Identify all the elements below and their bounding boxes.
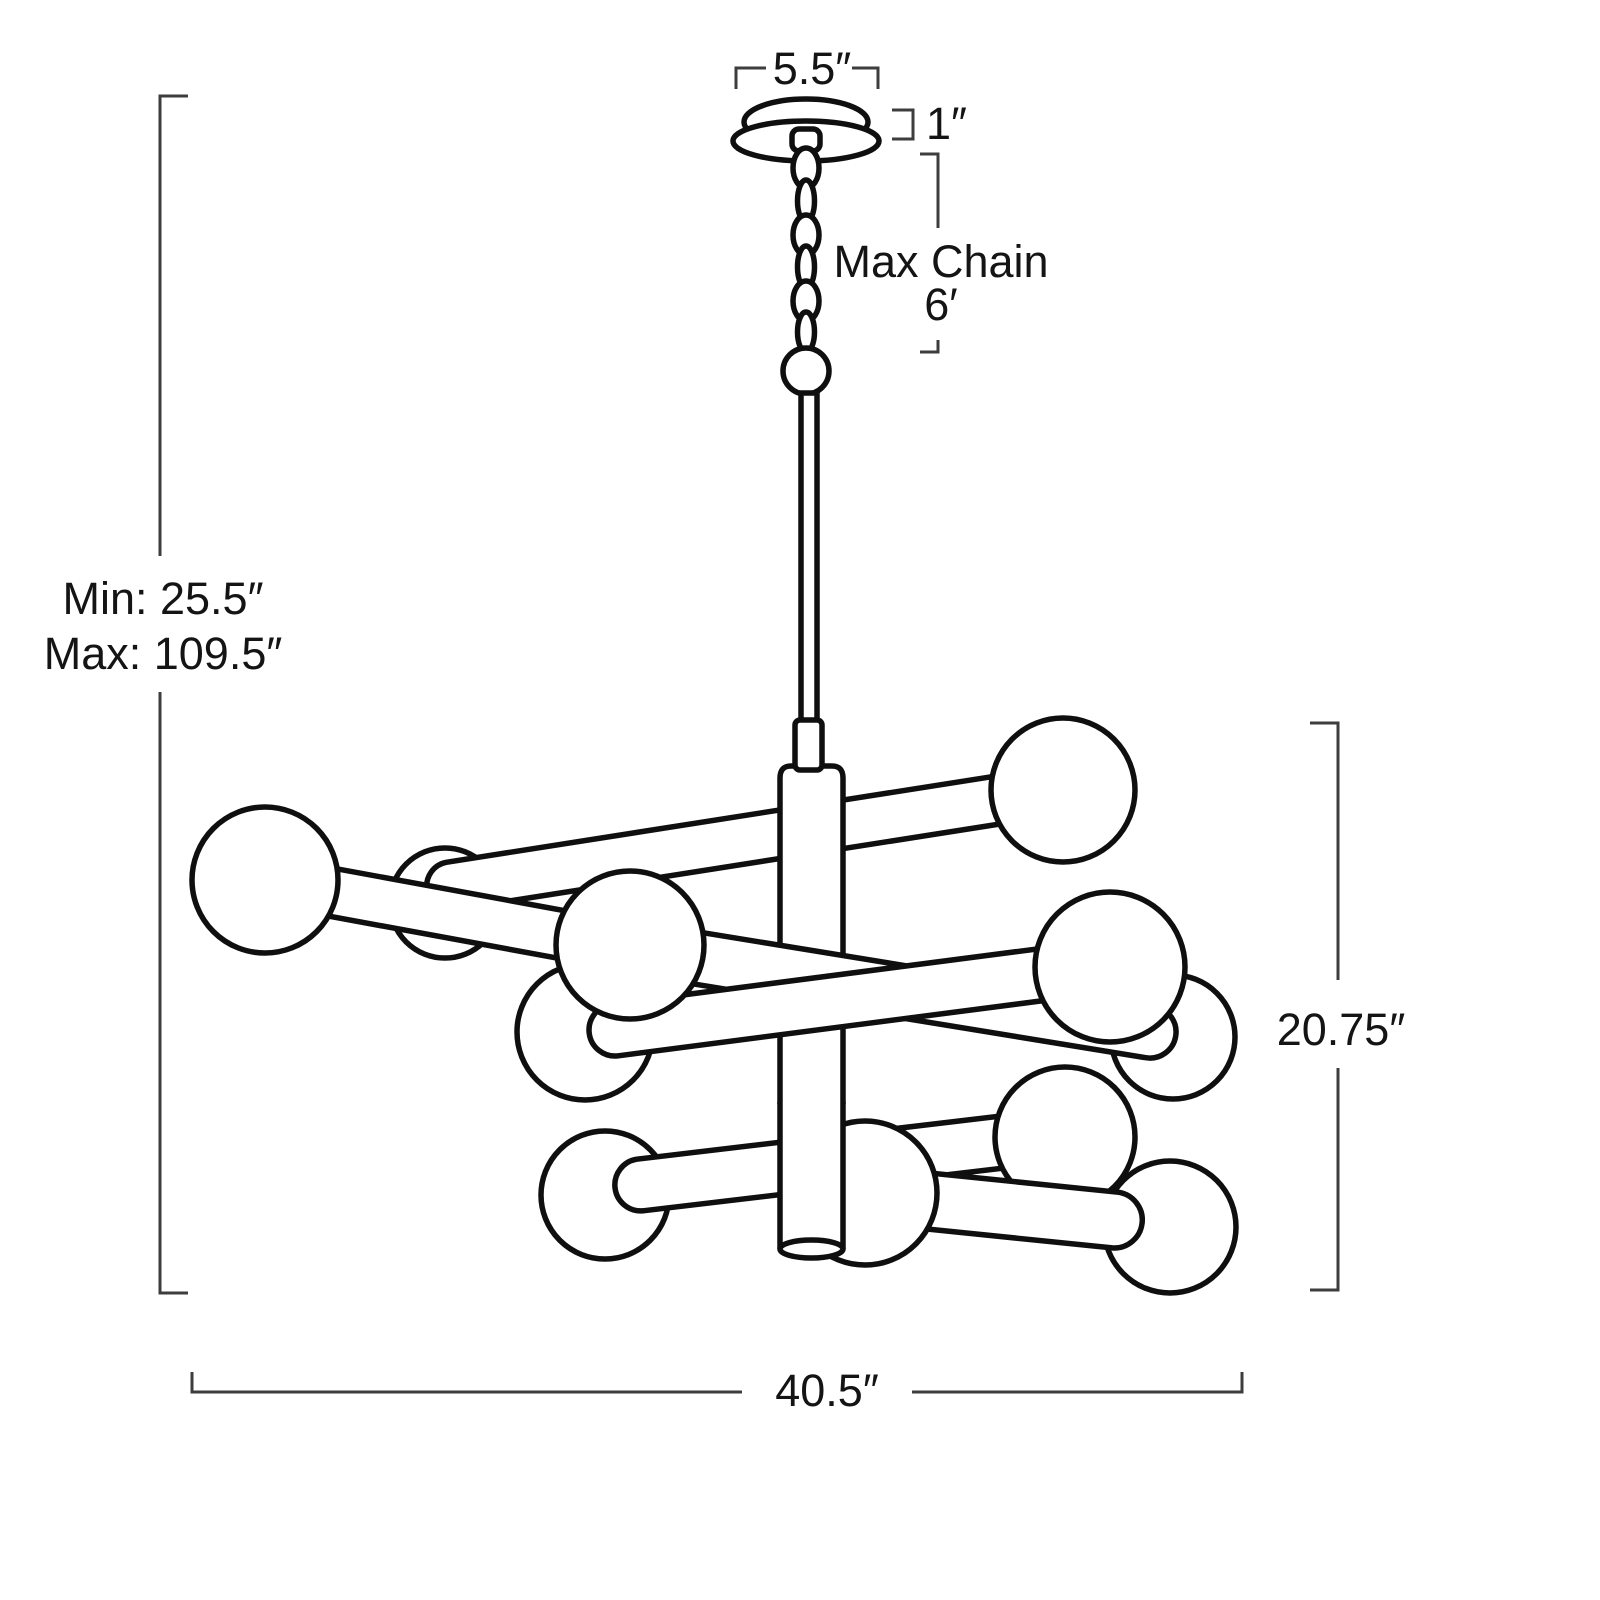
stem-coupler: [792, 717, 825, 773]
hang-ring: [780, 345, 832, 397]
dim-hanging-height-bracket: [158, 94, 188, 1295]
dim-fixture-height-bracket: [1310, 721, 1340, 1292]
column-bottom-cap: [777, 1237, 846, 1261]
dim-fixture-width-bracket: [190, 1372, 1244, 1394]
globe-far-left: [189, 804, 341, 956]
dim-canopy-height-label: 1″: [926, 98, 967, 149]
center-column-upper: [777, 763, 846, 1104]
chandelier-drawing: [189, 96, 1239, 1296]
dim-canopy-height-bracket: [892, 108, 915, 141]
dim-max-chain-bracket: [920, 152, 940, 354]
dim-fixture-width-label: 40.5″: [775, 1365, 879, 1416]
dim-fixture-height-label: 20.75″: [1277, 1004, 1406, 1055]
globe-center: [553, 868, 707, 1022]
dimension-annotations: 5.5″ 1″ Max Chain 6′ Min: 25.5″ Max: 109…: [44, 43, 1406, 1416]
globe-mid-right: [1032, 889, 1188, 1045]
dim-max-chain-value: 6′: [924, 279, 957, 330]
dim-hanging-min-label: Min: 25.5″: [62, 573, 263, 624]
center-column-lower: [777, 1102, 846, 1261]
globe-top-right: [988, 715, 1138, 865]
dim-max-chain-label: Max Chain: [833, 236, 1048, 287]
stem-rod: [798, 390, 820, 730]
arm-tube-top: [424, 763, 1069, 913]
dim-canopy-width-bracket: [734, 66, 880, 89]
hanging-chain: [790, 145, 822, 355]
dim-canopy-width-label: 5.5″: [773, 43, 852, 94]
dim-hanging-max-label: Max: 109.5″: [44, 628, 283, 679]
